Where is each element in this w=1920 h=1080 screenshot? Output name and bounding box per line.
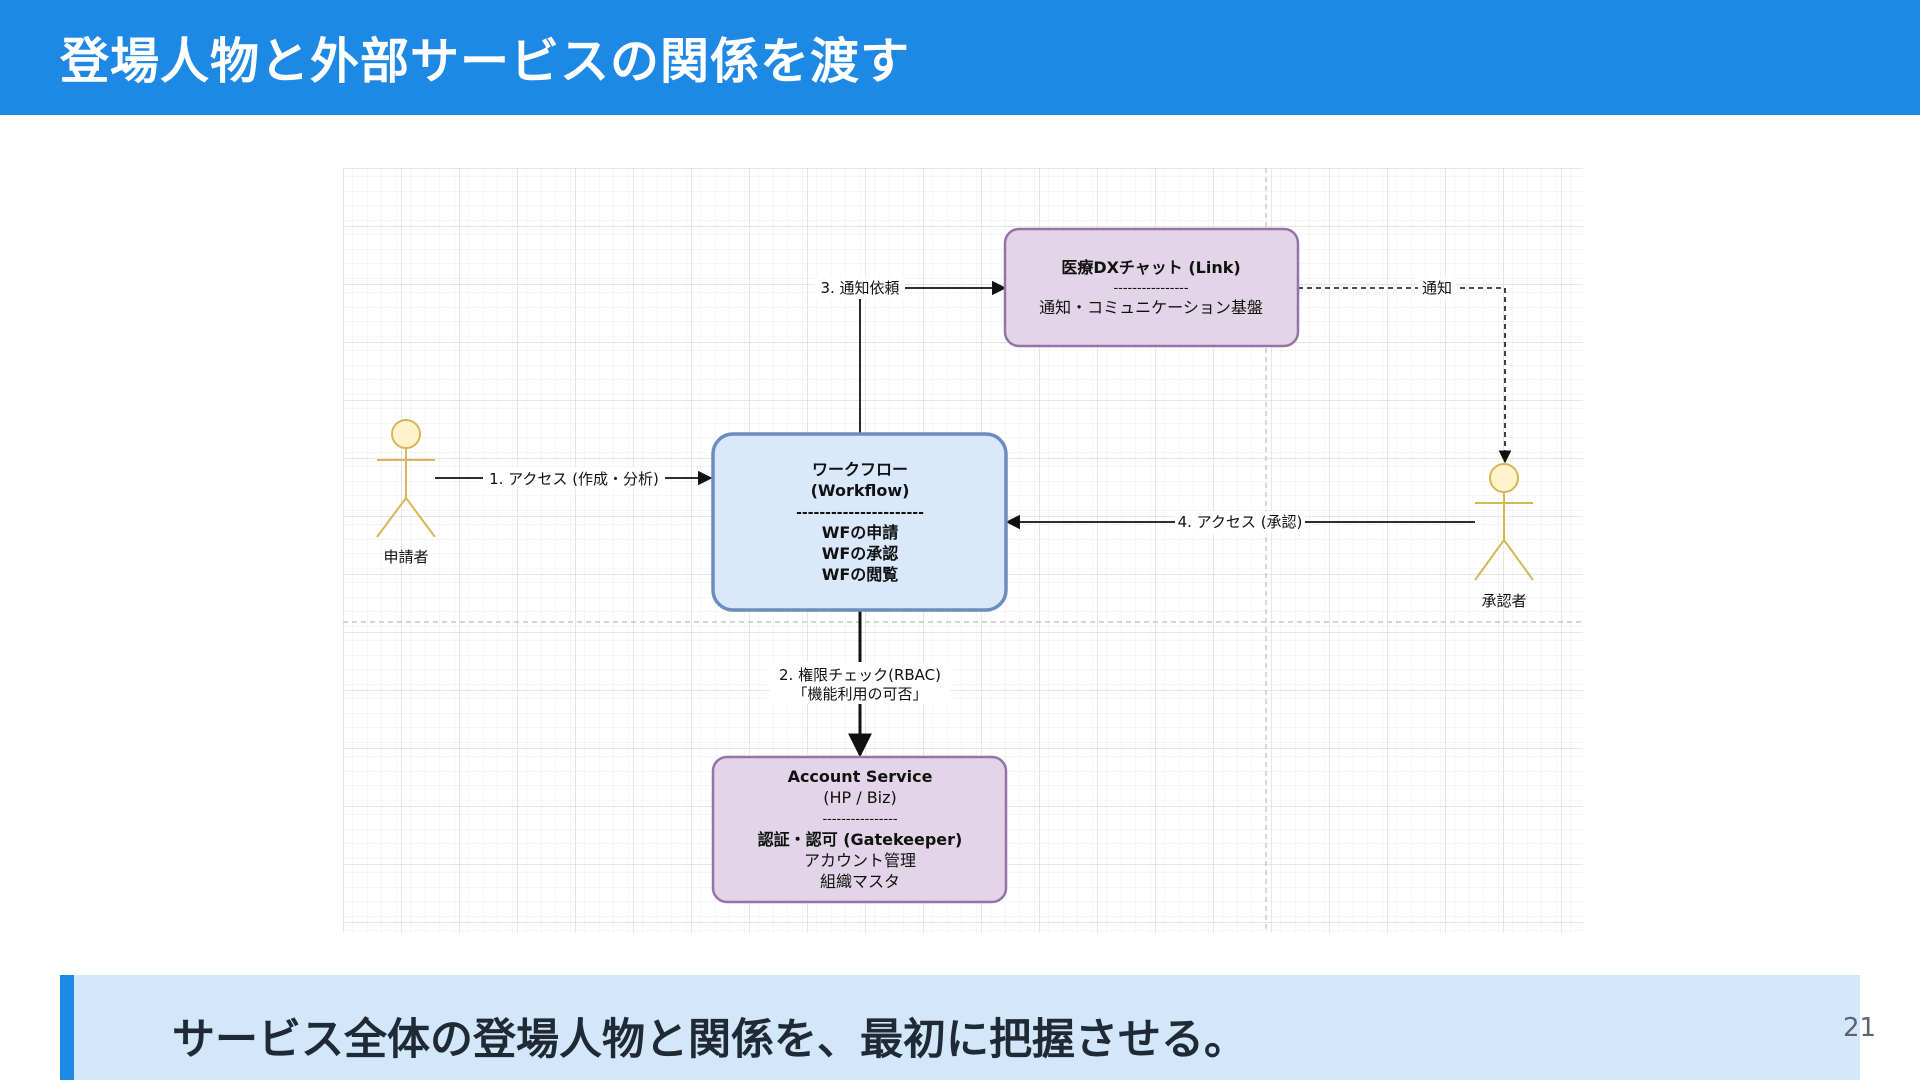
account-title: Account Service [788, 767, 933, 786]
key-message-callout: サービス全体の登場人物と関係を、最初に把握させる。 [60, 975, 1860, 1080]
chat-divider: ---------------- [1113, 281, 1188, 296]
actor-applicant-head [391, 419, 421, 449]
label-access-create: 1. アクセス (作成・分析) [489, 470, 659, 488]
slide-header: 登場人物と外部サービスの関係を渡す [0, 0, 1920, 115]
workflow-title: ワークフロー [812, 460, 908, 479]
account-divider: ---------------- [822, 812, 897, 827]
account-auth: 認証・認可 (Gatekeeper) [758, 830, 963, 849]
label-notify-request: 3. 通知依頼 [820, 279, 899, 297]
node-dx-chat: 医療DXチャット (Link) ---------------- 通知・コミュニ… [1003, 227, 1300, 348]
key-message-text: サービス全体の登場人物と関係を、最初に把握させる。 [172, 1015, 1247, 1065]
actor-approver-label: 承認者 [1481, 592, 1526, 610]
page-number: 21 [1843, 1013, 1877, 1043]
label-notify: 通知 [1422, 279, 1452, 297]
chat-title: 医療DXチャット (Link) [1061, 258, 1240, 277]
relationship-diagram: 1. アクセス (作成・分析) 3. 通知依頼 通知 4. アクセス (承認) … [343, 168, 1583, 933]
workflow-item-approve: WFの承認 [822, 544, 899, 563]
chat-description: 通知・コミュニケーション基盤 [1039, 298, 1263, 317]
workflow-item-view: WFの閲覧 [822, 565, 899, 584]
edge-notify [1298, 287, 1512, 464]
node-workflow: ワークフロー (Workflow) ----------------------… [711, 432, 1008, 612]
account-subtitle: (HP / Biz) [823, 788, 897, 807]
account-line-management: アカウント管理 [804, 851, 916, 870]
workflow-item-apply: WFの申請 [822, 523, 899, 542]
label-rbac-line1: 2. 権限チェック(RBAC) [779, 666, 941, 684]
actor-approver: 承認者 [1474, 463, 1534, 610]
workflow-subtitle: (Workflow) [811, 481, 910, 500]
node-account-service: Account Service (HP / Biz) -------------… [711, 755, 1008, 904]
actor-applicant-label: 申請者 [383, 548, 428, 566]
account-line-org-master: 組織マスタ [820, 872, 900, 891]
actor-approver-head [1489, 463, 1519, 493]
actor-applicant: 申請者 [376, 419, 436, 566]
label-access-approve: 4. アクセス (承認) [1178, 513, 1303, 531]
label-rbac-line2: 「機能利用の可否」 [792, 685, 927, 703]
slide-title: 登場人物と外部サービスの関係を渡す [60, 33, 911, 90]
workflow-divider: ---------------------- [796, 505, 924, 521]
